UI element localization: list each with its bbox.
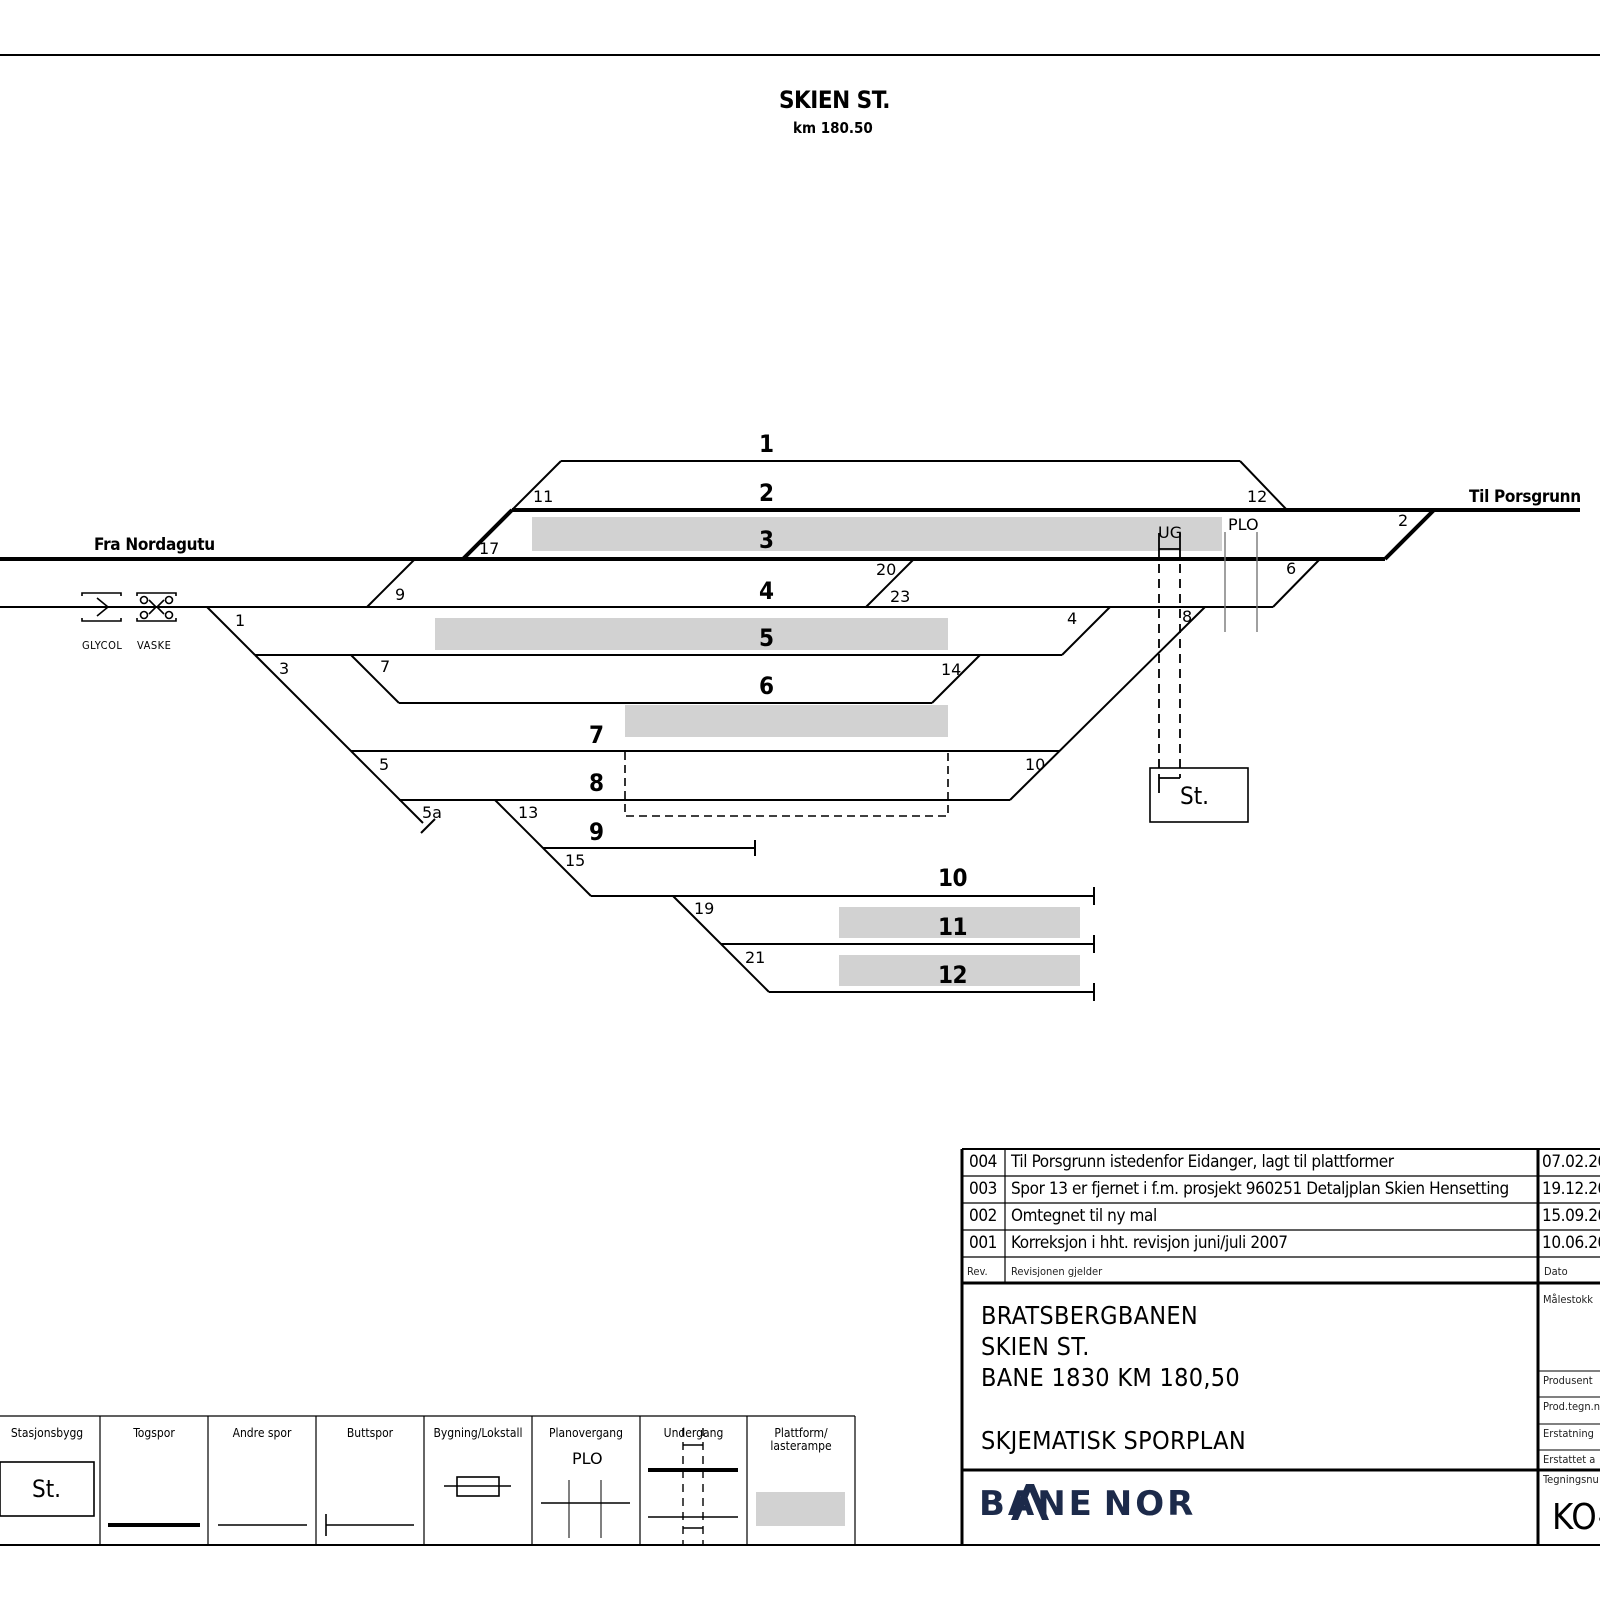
rev-header-text: Revisjonen gjelder xyxy=(1011,1265,1103,1278)
rev-header-date: Dato xyxy=(1544,1265,1568,1278)
underpass-label: UG xyxy=(1158,523,1183,542)
rev-text: Korreksjon i hht. revisjon juni/juli 200… xyxy=(1011,1233,1288,1253)
track-number: 7 xyxy=(589,721,604,749)
switch-number: 15 xyxy=(565,851,586,870)
legend-building: Bygning/Lokstall xyxy=(433,1426,523,1440)
level-crossing xyxy=(1224,532,1258,632)
switch-number: 20 xyxy=(876,560,897,579)
station-building-label: St. xyxy=(1180,782,1210,810)
prod-drawing-label: Prod.tegn.n xyxy=(1543,1400,1600,1413)
destination-label: Til Porsgrunn xyxy=(1469,487,1581,507)
rev-number: 001 xyxy=(969,1233,997,1253)
platform-track-11 xyxy=(839,907,1080,938)
rev-header-rev: Rev. xyxy=(967,1265,988,1278)
vaske-label: VASKE xyxy=(137,639,172,652)
platform-track-7 xyxy=(625,705,948,737)
main-line xyxy=(0,508,1580,561)
title-line-2: SKIEN ST. xyxy=(981,1332,1090,1361)
rev-text: Spor 13 er fjernet i f.m. prosjekt 96025… xyxy=(1011,1179,1509,1199)
switch-number: 17 xyxy=(479,539,500,558)
switch-number: 6 xyxy=(1286,559,1297,578)
rev-date: 07.02.20 xyxy=(1542,1152,1600,1172)
vaske-symbol xyxy=(136,592,177,622)
track-number: 12 xyxy=(938,961,968,989)
switch-number: 3 xyxy=(279,659,290,678)
legend-platform: Plattform/ lasterampe xyxy=(770,1426,832,1454)
track-number: 5 xyxy=(759,624,774,652)
switch-number: 4 xyxy=(1067,609,1078,628)
switch-number: 21 xyxy=(745,948,766,967)
title-line-4: SKJEMATISK SPORPLAN xyxy=(981,1426,1246,1455)
page-subtitle: km 180.50 xyxy=(793,119,873,137)
track-number: 1 xyxy=(759,430,774,458)
rev-number: 003 xyxy=(969,1179,997,1199)
revision-table xyxy=(960,1148,1600,1545)
track-number: 3 xyxy=(759,526,774,554)
platform-track-12 xyxy=(839,955,1080,986)
logo-text: BANE NOR xyxy=(979,1484,1197,1524)
track-number: 8 xyxy=(589,769,604,797)
legend-train-track: Togspor xyxy=(133,1426,175,1440)
platform-track-3 xyxy=(532,517,1222,551)
switch-number: 14 xyxy=(941,660,962,679)
company-logo: BANE NOR xyxy=(979,1484,1196,1524)
legend-table xyxy=(0,1415,856,1545)
switch-number: 11 xyxy=(533,487,554,506)
station-building xyxy=(1149,767,1249,823)
switch-number: 7 xyxy=(380,657,391,676)
switch-number: 5a xyxy=(422,803,442,822)
track-number: 4 xyxy=(759,577,774,605)
track-number: 11 xyxy=(938,913,968,941)
rev-date: 15.09.20 xyxy=(1542,1206,1600,1226)
replacement-label: Erstatning xyxy=(1543,1427,1594,1440)
scale-label: Målestokk xyxy=(1543,1293,1593,1306)
drawing-number: KO- xyxy=(1552,1497,1600,1538)
page-title: SKIEN ST. xyxy=(779,86,891,114)
switch-number: 19 xyxy=(694,899,715,918)
producer-label: Produsent xyxy=(1543,1374,1593,1387)
glycol-label: GLYCOL xyxy=(82,639,123,652)
rev-date: 19.12.20 xyxy=(1542,1179,1600,1199)
level-crossing-label: PLO xyxy=(1228,515,1259,534)
switch-number: 9 xyxy=(395,585,406,604)
legend-station-building: Stasjonsbygg xyxy=(10,1426,84,1440)
origin-label: Fra Nordagutu xyxy=(94,535,215,555)
rev-number: 002 xyxy=(969,1206,997,1226)
switch-number: 1 xyxy=(235,611,246,630)
legend-plo-label: PLO xyxy=(572,1449,603,1468)
underpass xyxy=(1158,533,1181,793)
track-number: 9 xyxy=(589,818,604,846)
drawing-number-label: Tegningsnu xyxy=(1543,1473,1599,1486)
legend-underpass: Undergang xyxy=(663,1426,724,1440)
legend-station-symbol-label: St. xyxy=(32,1475,62,1503)
legend-buffer-track: Buttspor xyxy=(346,1426,394,1440)
title-line-1: BRATSBERGBANEN xyxy=(981,1301,1199,1330)
track-number: 2 xyxy=(759,479,774,507)
rev-text: Omtegnet til ny mal xyxy=(1011,1206,1157,1226)
rev-date: 10.06.20 xyxy=(1542,1233,1600,1253)
rev-text: Til Porsgrunn istedenfor Eidanger, lagt … xyxy=(1011,1152,1394,1172)
title-line-3: BANE 1830 KM 180,50 xyxy=(981,1363,1241,1392)
switch-number: 12 xyxy=(1247,487,1268,506)
replaced-by-label: Erstattet a xyxy=(1543,1453,1596,1466)
track-number: 6 xyxy=(759,672,774,700)
switch-number: 8 xyxy=(1182,607,1193,626)
switch-number: 5 xyxy=(379,755,390,774)
station-tracks xyxy=(0,460,1321,1001)
rev-number: 004 xyxy=(969,1152,997,1172)
legend-level-crossing: Planovergang xyxy=(549,1426,623,1440)
switch-number: 2 xyxy=(1398,511,1409,530)
track-number: 10 xyxy=(938,864,968,892)
logo-a-mark xyxy=(1011,1484,1049,1520)
switch-number: 23 xyxy=(890,587,911,606)
platform-track-5 xyxy=(435,618,948,650)
switch-number: 13 xyxy=(518,803,539,822)
glycol-symbol xyxy=(81,592,122,622)
switch-number: 10 xyxy=(1025,755,1046,774)
legend-other-track: Andre spor xyxy=(232,1426,292,1440)
